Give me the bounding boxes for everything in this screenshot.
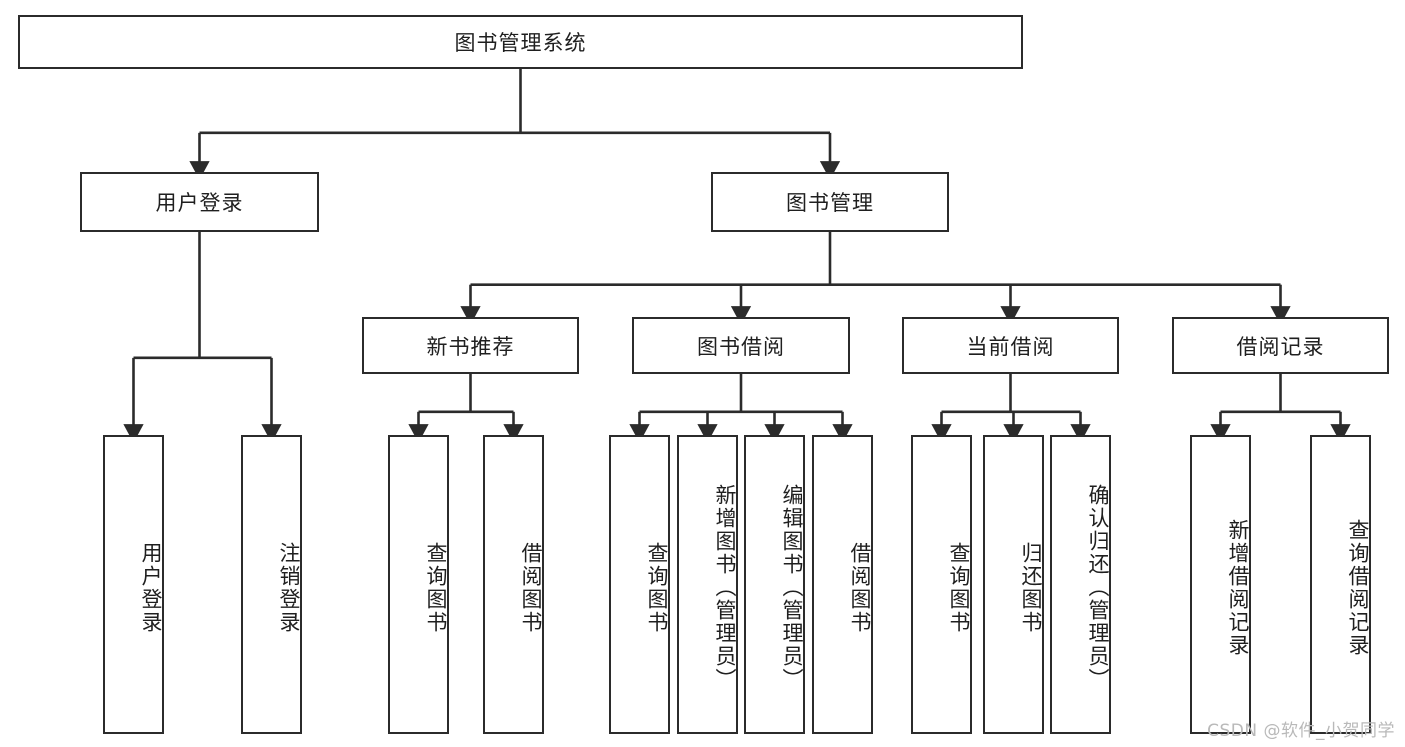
node-label: 新增借阅记录 bbox=[1226, 518, 1250, 657]
node-label: 归还图书 bbox=[1019, 541, 1043, 634]
node-label: 图书管理系统 bbox=[454, 31, 587, 55]
node-leaf-query-book-1[interactable]: 查询图书 bbox=[388, 435, 449, 734]
node-leaf-query-book-2[interactable]: 查询图书 bbox=[609, 435, 670, 734]
node-current-borrow[interactable]: 当前借阅 bbox=[902, 317, 1119, 374]
node-leaf-add-record[interactable]: 新增借阅记录 bbox=[1190, 435, 1251, 734]
node-leaf-query-book-3[interactable]: 查询图书 bbox=[911, 435, 972, 734]
node-label: 新书推荐 bbox=[426, 334, 515, 359]
node-leaf-logout[interactable]: 注销登录 bbox=[241, 435, 302, 734]
node-user-login[interactable]: 用户登录 bbox=[80, 172, 319, 232]
node-book-manage[interactable]: 图书管理 bbox=[711, 172, 949, 232]
node-label: 用户登录 bbox=[139, 541, 163, 634]
node-label: 借阅记录 bbox=[1236, 334, 1325, 359]
node-label: 编辑图书（管理员） bbox=[780, 484, 804, 691]
node-label: 查询图书 bbox=[424, 541, 448, 634]
node-leaf-borrow-book-2[interactable]: 借阅图书 bbox=[812, 435, 873, 734]
node-label: 借阅图书 bbox=[519, 541, 543, 634]
node-leaf-edit-book[interactable]: 编辑图书（管理员） bbox=[744, 435, 805, 734]
node-label: 当前借阅 bbox=[966, 334, 1055, 359]
node-label: 图书借阅 bbox=[697, 334, 785, 359]
watermark-text: CSDN @软件_小贺同学 bbox=[1207, 721, 1395, 741]
node-label: 注销登录 bbox=[277, 541, 301, 634]
node-leaf-return-book[interactable]: 归还图书 bbox=[983, 435, 1044, 734]
node-label: 借阅图书 bbox=[848, 541, 872, 634]
node-label: 确认归还（管理员） bbox=[1086, 484, 1110, 691]
node-leaf-add-book[interactable]: 新增图书（管理员） bbox=[677, 435, 738, 734]
node-book-borrow[interactable]: 图书借阅 bbox=[632, 317, 850, 374]
node-leaf-user-login[interactable]: 用户登录 bbox=[103, 435, 164, 734]
node-leaf-query-record[interactable]: 查询借阅记录 bbox=[1310, 435, 1371, 734]
node-label: 新增图书（管理员） bbox=[713, 484, 737, 691]
node-leaf-borrow-book-1[interactable]: 借阅图书 bbox=[483, 435, 544, 734]
node-label: 图书管理 bbox=[786, 191, 874, 215]
node-borrow-record[interactable]: 借阅记录 bbox=[1172, 317, 1389, 374]
node-label: 查询图书 bbox=[947, 541, 971, 634]
node-new-book-recommend[interactable]: 新书推荐 bbox=[362, 317, 579, 374]
node-label: 查询借阅记录 bbox=[1346, 518, 1370, 657]
node-label: 查询图书 bbox=[645, 541, 669, 634]
node-leaf-confirm-return[interactable]: 确认归还（管理员） bbox=[1050, 435, 1111, 734]
node-root[interactable]: 图书管理系统 bbox=[18, 15, 1023, 69]
node-label: 用户登录 bbox=[155, 191, 244, 215]
